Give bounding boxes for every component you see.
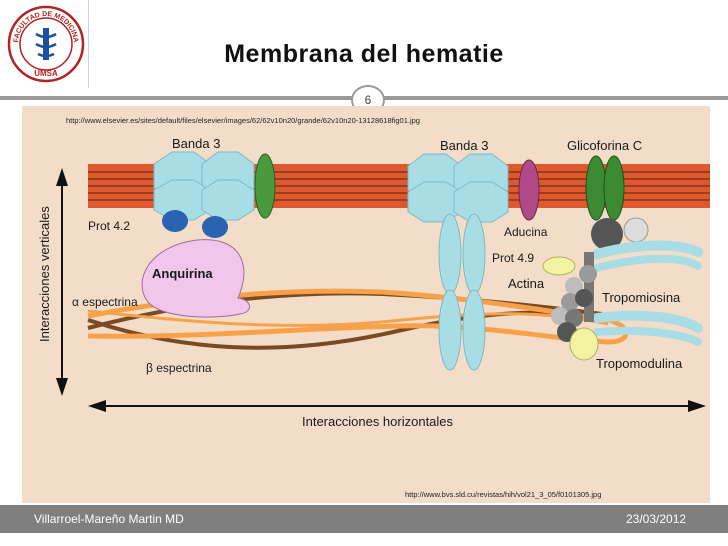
protein-4-2 — [162, 210, 228, 238]
footer-strip — [0, 533, 728, 546]
adducin — [518, 159, 540, 221]
label-anquirina: Anquirina — [152, 266, 213, 281]
vertical-arrow — [56, 168, 68, 396]
horizontal-arrow — [88, 400, 706, 412]
label-alpha-spectrin: α espectrina — [72, 295, 138, 309]
header-divider — [88, 0, 89, 88]
ankyrin — [141, 239, 250, 318]
faculty-seal-logo: FACULTAD DE MEDICINA UMSA — [7, 5, 85, 83]
label-beta-spectrin: β espectrina — [146, 361, 212, 375]
label-actina: Actina — [508, 276, 545, 291]
slide-title: Membrana del hematie — [224, 40, 504, 68]
banda3-right — [407, 153, 509, 371]
footer-date: 23/03/2012 — [626, 512, 687, 526]
label-vertical: Interacciones verticales — [37, 206, 52, 342]
label-aducina: Aducina — [504, 225, 548, 239]
footer-author: Villarroel-Mareño Martin MD — [34, 512, 184, 526]
label-tropomiosina: Tropomiosina — [602, 290, 681, 305]
footer-bar: Villarroel-Mareño Martin MD 23/03/2012 — [0, 505, 728, 533]
label-banda3-right: Banda 3 — [440, 138, 488, 153]
glycophorin-left — [254, 153, 276, 219]
source-url-top: http://www.elsevier.es/sites/default/fil… — [66, 116, 420, 125]
label-tropomodulina: Tropomodulina — [596, 356, 683, 371]
glycophorin-c — [585, 155, 649, 250]
label-glicoforina: Glicoforina C — [567, 138, 642, 153]
label-prot49: Prot 4.9 — [492, 251, 534, 265]
banda3-left — [153, 151, 255, 221]
label-horizontal: Interacciones horizontales — [302, 414, 454, 429]
membrane-diagram: Interacciones verticales Interacciones h… — [22, 106, 710, 503]
label-prot42: Prot 4.2 — [88, 219, 130, 233]
source-url-bottom: http://www.bvs.sld.cu/revistas/hih/vol21… — [405, 490, 602, 499]
logo-text-bottom: UMSA — [34, 69, 58, 78]
label-banda3-left: Banda 3 — [172, 136, 220, 151]
actin-junctional-complex — [542, 240, 703, 361]
